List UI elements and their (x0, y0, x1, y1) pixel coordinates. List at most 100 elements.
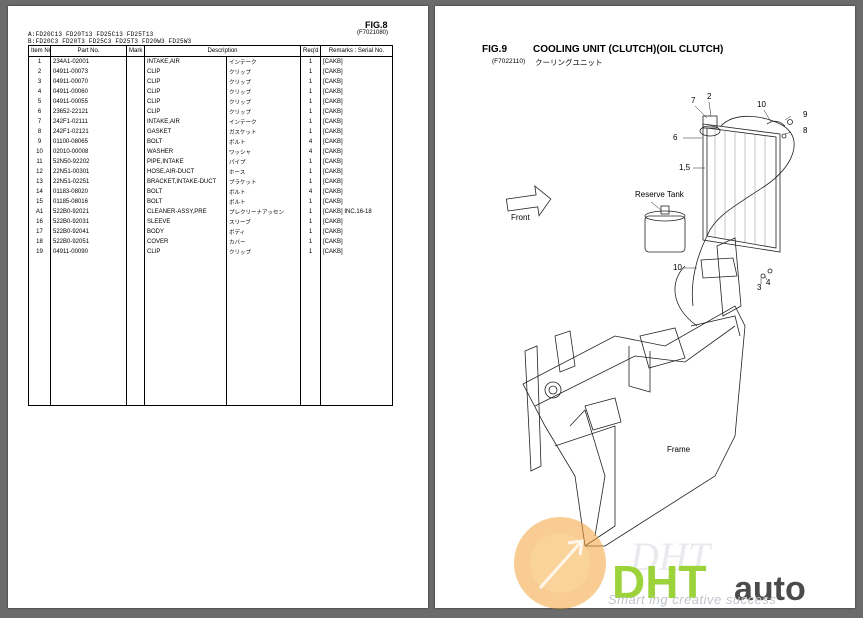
part-no-cell: 242F1-02111 (50, 117, 127, 127)
description-cell: COVER (144, 237, 227, 247)
mark-cell (126, 207, 145, 217)
reqd-cell: 4 (300, 147, 322, 157)
remarks-cell: [CAKB] (320, 187, 394, 197)
label-front: Front (511, 213, 530, 222)
description-cell: SLEEVE (144, 217, 227, 227)
cooling-unit-diagram (505, 101, 795, 547)
description-jp-cell: クリップ (225, 77, 302, 87)
description-jp-cell: ワッシャ (225, 147, 302, 157)
part-no-cell: 01100-08065 (50, 137, 127, 147)
mark-cell (126, 227, 145, 237)
callout-1-5: 1,5 (679, 163, 691, 172)
filler-cell (320, 257, 394, 406)
table-header-row: Item No. Part No. Mark Description Req'd… (28, 45, 394, 57)
fig-label-right: FIG.9 (482, 44, 508, 55)
description-cell: CLEANER-ASSY,PRE (144, 207, 227, 217)
radiator-cap-shape (699, 125, 721, 137)
filler-cell (225, 257, 302, 406)
part-no-cell: 52N50-92202 (50, 157, 127, 167)
part-no-cell: 522B0-92021 (50, 207, 127, 217)
model-line-b: B:FD20C3 FD20T3 FD25C3 FD25T3 FD20W3 FD2… (28, 38, 192, 45)
reserve-tank-shape (644, 215, 686, 253)
mark-cell (126, 97, 145, 107)
callout-3: 3 (757, 283, 762, 292)
part-no-cell: 04911-00055 (50, 97, 127, 107)
mark-cell (126, 187, 145, 197)
reqd-cell: 1 (300, 157, 322, 167)
item-no-cell: 13 (28, 177, 51, 187)
figure-title-jp: クーリングユニット (535, 58, 603, 67)
item-no-cell: 16 (28, 217, 51, 227)
description-jp-cell: ホース (225, 167, 302, 177)
reqd-cell: 1 (300, 207, 322, 217)
mark-cell (126, 107, 145, 117)
description-cell: HOSE,AIR-DUCT (144, 167, 227, 177)
description-cell: BOLT (144, 137, 227, 147)
remarks-cell: [CAKB] (320, 107, 394, 117)
fig-label: FIG.8 (365, 20, 388, 30)
callout-9: 9 (803, 110, 808, 119)
item-no-cell: 2 (28, 67, 51, 77)
header-reqd: Req'd (300, 45, 322, 57)
description-jp-cell: スリーブ (225, 217, 302, 227)
remarks-cell: [CAKB] (320, 117, 394, 127)
part-no-cell: 522B0-92041 (50, 227, 127, 237)
item-no-cell: 17 (28, 227, 51, 237)
watermark-brand-b: auto (734, 570, 806, 608)
mark-cell (126, 117, 145, 127)
remarks-cell: [CAKB] (320, 67, 394, 77)
part-no-cell: 04911-00090 (50, 247, 127, 257)
part-no-cell: 242F1-02121 (50, 127, 127, 137)
reqd-cell: 1 (300, 247, 322, 257)
item-no-cell: A1 (28, 207, 51, 217)
frame-shape (522, 305, 746, 547)
figure-title: COOLING UNIT (CLUTCH)(OIL CLUTCH) (533, 44, 724, 55)
remarks-cell: [CAKB] (320, 237, 394, 247)
description-jp-cell: ガスケット (225, 127, 302, 137)
mark-cell (126, 137, 145, 147)
item-no-cell: 9 (28, 137, 51, 147)
reqd-cell: 1 (300, 167, 322, 177)
callout-10-bottom: 10 (673, 263, 682, 272)
item-no-cell: 19 (28, 247, 51, 257)
item-no-cell: 6 (28, 107, 51, 117)
description-jp-cell: ボルト (225, 197, 302, 207)
description-cell: CLIP (144, 97, 227, 107)
item-no-cell: 5 (28, 97, 51, 107)
part-no-cell: 22N51-02251 (50, 177, 127, 187)
description-cell: BOLT (144, 197, 227, 207)
description-cell: INTAKE,AIR (144, 117, 227, 127)
description-cell: BRACKET,INTAKE-DUCT (144, 177, 227, 187)
item-no-cell: 11 (28, 157, 51, 167)
front-arrow-icon (505, 185, 552, 217)
item-no-cell: 1 (28, 56, 51, 67)
mark-cell (126, 147, 145, 157)
reqd-cell: 1 (300, 107, 322, 117)
remarks-cell: [CAKB] (320, 77, 394, 87)
watermark-logo-icon: DHT (514, 517, 713, 609)
remarks-cell: [CAKB] (320, 177, 394, 187)
right-page: FIG.9 COOLING UNIT (CLUTCH)(OIL CLUTCH) … (435, 6, 855, 608)
part-no-cell: 23652-22121 (50, 107, 127, 117)
part-no-cell: 234A1-02001 (50, 56, 127, 67)
header-description: Description (143, 45, 302, 57)
description-cell: PIPE,INTAKE (144, 157, 227, 167)
description-jp-cell: クリップ (225, 247, 302, 257)
reqd-cell: 1 (300, 177, 322, 187)
description-jp-cell: クリップ (225, 87, 302, 97)
description-jp-cell: インテーク (225, 56, 302, 67)
remarks-cell: [CAKB] (320, 97, 394, 107)
description-cell: BODY (144, 227, 227, 237)
